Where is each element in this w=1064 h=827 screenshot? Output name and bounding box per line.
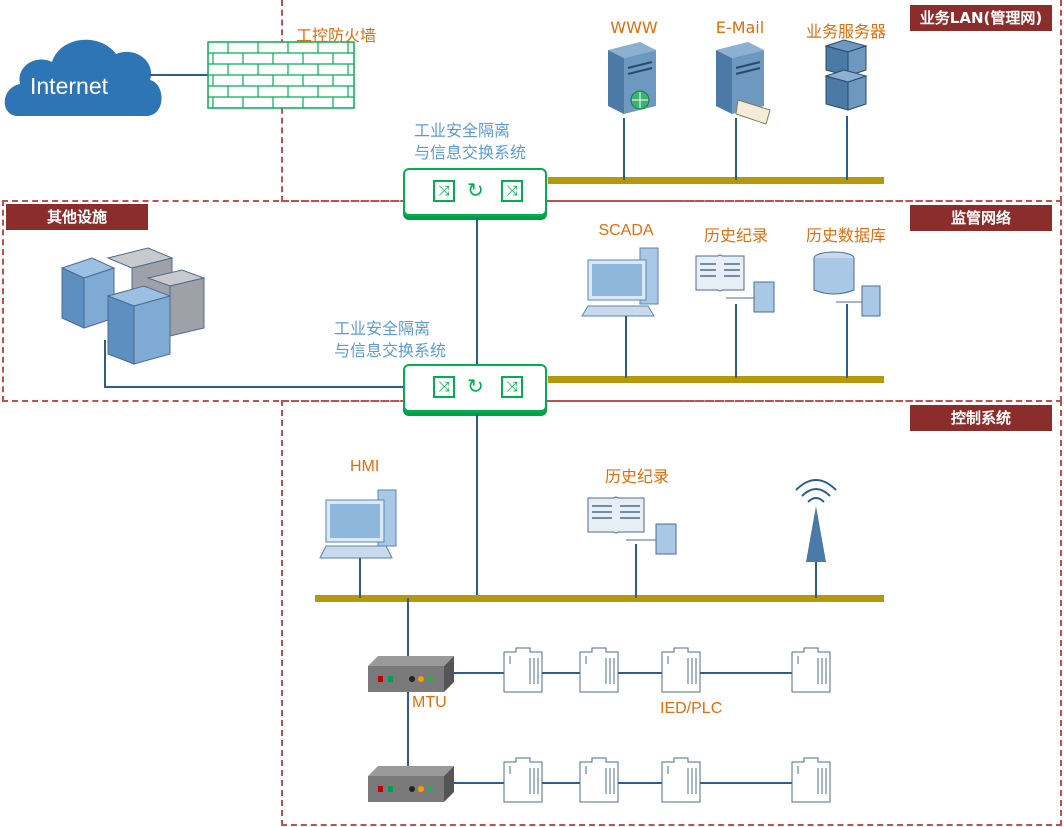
biz-server-label: 业务服务器 <box>805 22 887 41</box>
db-label: 历史数据库 <box>805 226 887 245</box>
control-zone <box>281 400 1062 826</box>
gateway2-control-link <box>476 414 478 598</box>
history-label-supervision: 历史纪录 <box>703 226 769 245</box>
gateway2-sync-icon: ↻ <box>467 374 484 398</box>
history-logger-icon-control <box>587 496 677 555</box>
gateway1-switch-icon-right: ⤨ <box>501 180 523 202</box>
gateway1-label-line2: 与信息交换系统 <box>414 143 527 162</box>
gateway1-gateway2-link <box>476 218 478 366</box>
ied-device-1c-icon[interactable] <box>660 647 702 694</box>
www-server-icon <box>608 42 656 114</box>
email-drop <box>735 118 737 180</box>
history-logger-icon-supervision <box>695 254 775 313</box>
mtu-label: MTU <box>412 694 447 711</box>
mtu-device-2-icon[interactable] <box>368 766 456 806</box>
internet-label: Internet <box>30 73 108 99</box>
gateway1-label: 工业安全隔离 与信息交换系统 <box>414 120 526 164</box>
gateway2-label-line2: 与信息交换系统 <box>334 341 447 360</box>
www-label: WWW <box>610 18 658 37</box>
control-bus <box>315 595 884 602</box>
business-zone-tag: 业务LAN(管理网) <box>910 5 1052 31</box>
biz-server-drop <box>846 116 848 180</box>
scada-label: SCADA <box>598 222 654 239</box>
gateway1-sync-icon: ↻ <box>467 178 484 202</box>
other-zone-tag: 其他设施 <box>6 204 148 230</box>
email-label: E-Mail <box>715 18 765 37</box>
db-drop <box>846 304 848 378</box>
scada-workstation-icon <box>581 247 659 317</box>
scada-drop <box>625 316 627 378</box>
gateway2-switch-icon-left: ⤨ <box>433 376 455 398</box>
history-drop-control <box>635 544 637 598</box>
gateway1-label-line1: 工业安全隔离 <box>414 121 511 140</box>
gateway2-switch-icon-right: ⤨ <box>501 376 523 398</box>
wireless-antenna-icon <box>795 479 837 562</box>
gateway2-label-line1: 工业安全隔离 <box>334 319 431 338</box>
history-label-control: 历史纪录 <box>604 467 670 486</box>
firewall-icon <box>207 41 355 109</box>
antenna-drop <box>815 562 817 598</box>
ied-device-1a-icon[interactable] <box>502 647 544 694</box>
gateway2-device[interactable]: ⤨ ↻ ⤨ <box>403 364 547 412</box>
hmi-drop <box>359 558 361 598</box>
supervision-bus <box>548 376 884 383</box>
history-drop-supervision <box>735 304 737 378</box>
ied-device-2b-icon[interactable] <box>578 757 620 804</box>
mtu-link <box>407 690 409 770</box>
ied-device-2a-icon[interactable] <box>502 757 544 804</box>
ied-row-1-link <box>452 672 792 674</box>
other-facilities-servers-icon <box>60 247 206 365</box>
other-facilities-link <box>104 386 404 388</box>
ied-row-2-link <box>452 782 792 784</box>
internet-firewall-link <box>150 74 210 76</box>
business-bus <box>548 177 884 184</box>
hmi-workstation-icon <box>319 489 397 559</box>
control-zone-tag: 控制系统 <box>910 405 1052 431</box>
gateway1-device[interactable]: ⤨ ↻ ⤨ <box>403 168 547 216</box>
other-facilities-drop <box>104 340 106 388</box>
internet-cloud-icon <box>4 39 162 116</box>
ied-device-1b-icon[interactable] <box>578 647 620 694</box>
firewall-label: 工控防火墙 <box>296 26 377 45</box>
ied-device-2c-icon[interactable] <box>660 757 702 804</box>
mtu-drop <box>407 598 409 660</box>
ied-device-2d-icon[interactable] <box>790 757 832 804</box>
www-drop <box>623 118 625 180</box>
gateway2-label: 工业安全隔离 与信息交换系统 <box>334 318 446 362</box>
hmi-label: HMI <box>350 458 380 475</box>
gateway1-switch-icon-left: ⤨ <box>433 180 455 202</box>
biz-server-icon <box>824 39 868 111</box>
ied-device-1d-icon[interactable] <box>790 647 832 694</box>
history-database-icon <box>813 251 881 317</box>
mtu-device-1-icon[interactable] <box>368 656 456 696</box>
ied-plc-label: IED/PLC <box>660 700 723 717</box>
email-server-icon <box>716 42 771 125</box>
supervision-zone-tag: 监管网络 <box>910 205 1052 231</box>
